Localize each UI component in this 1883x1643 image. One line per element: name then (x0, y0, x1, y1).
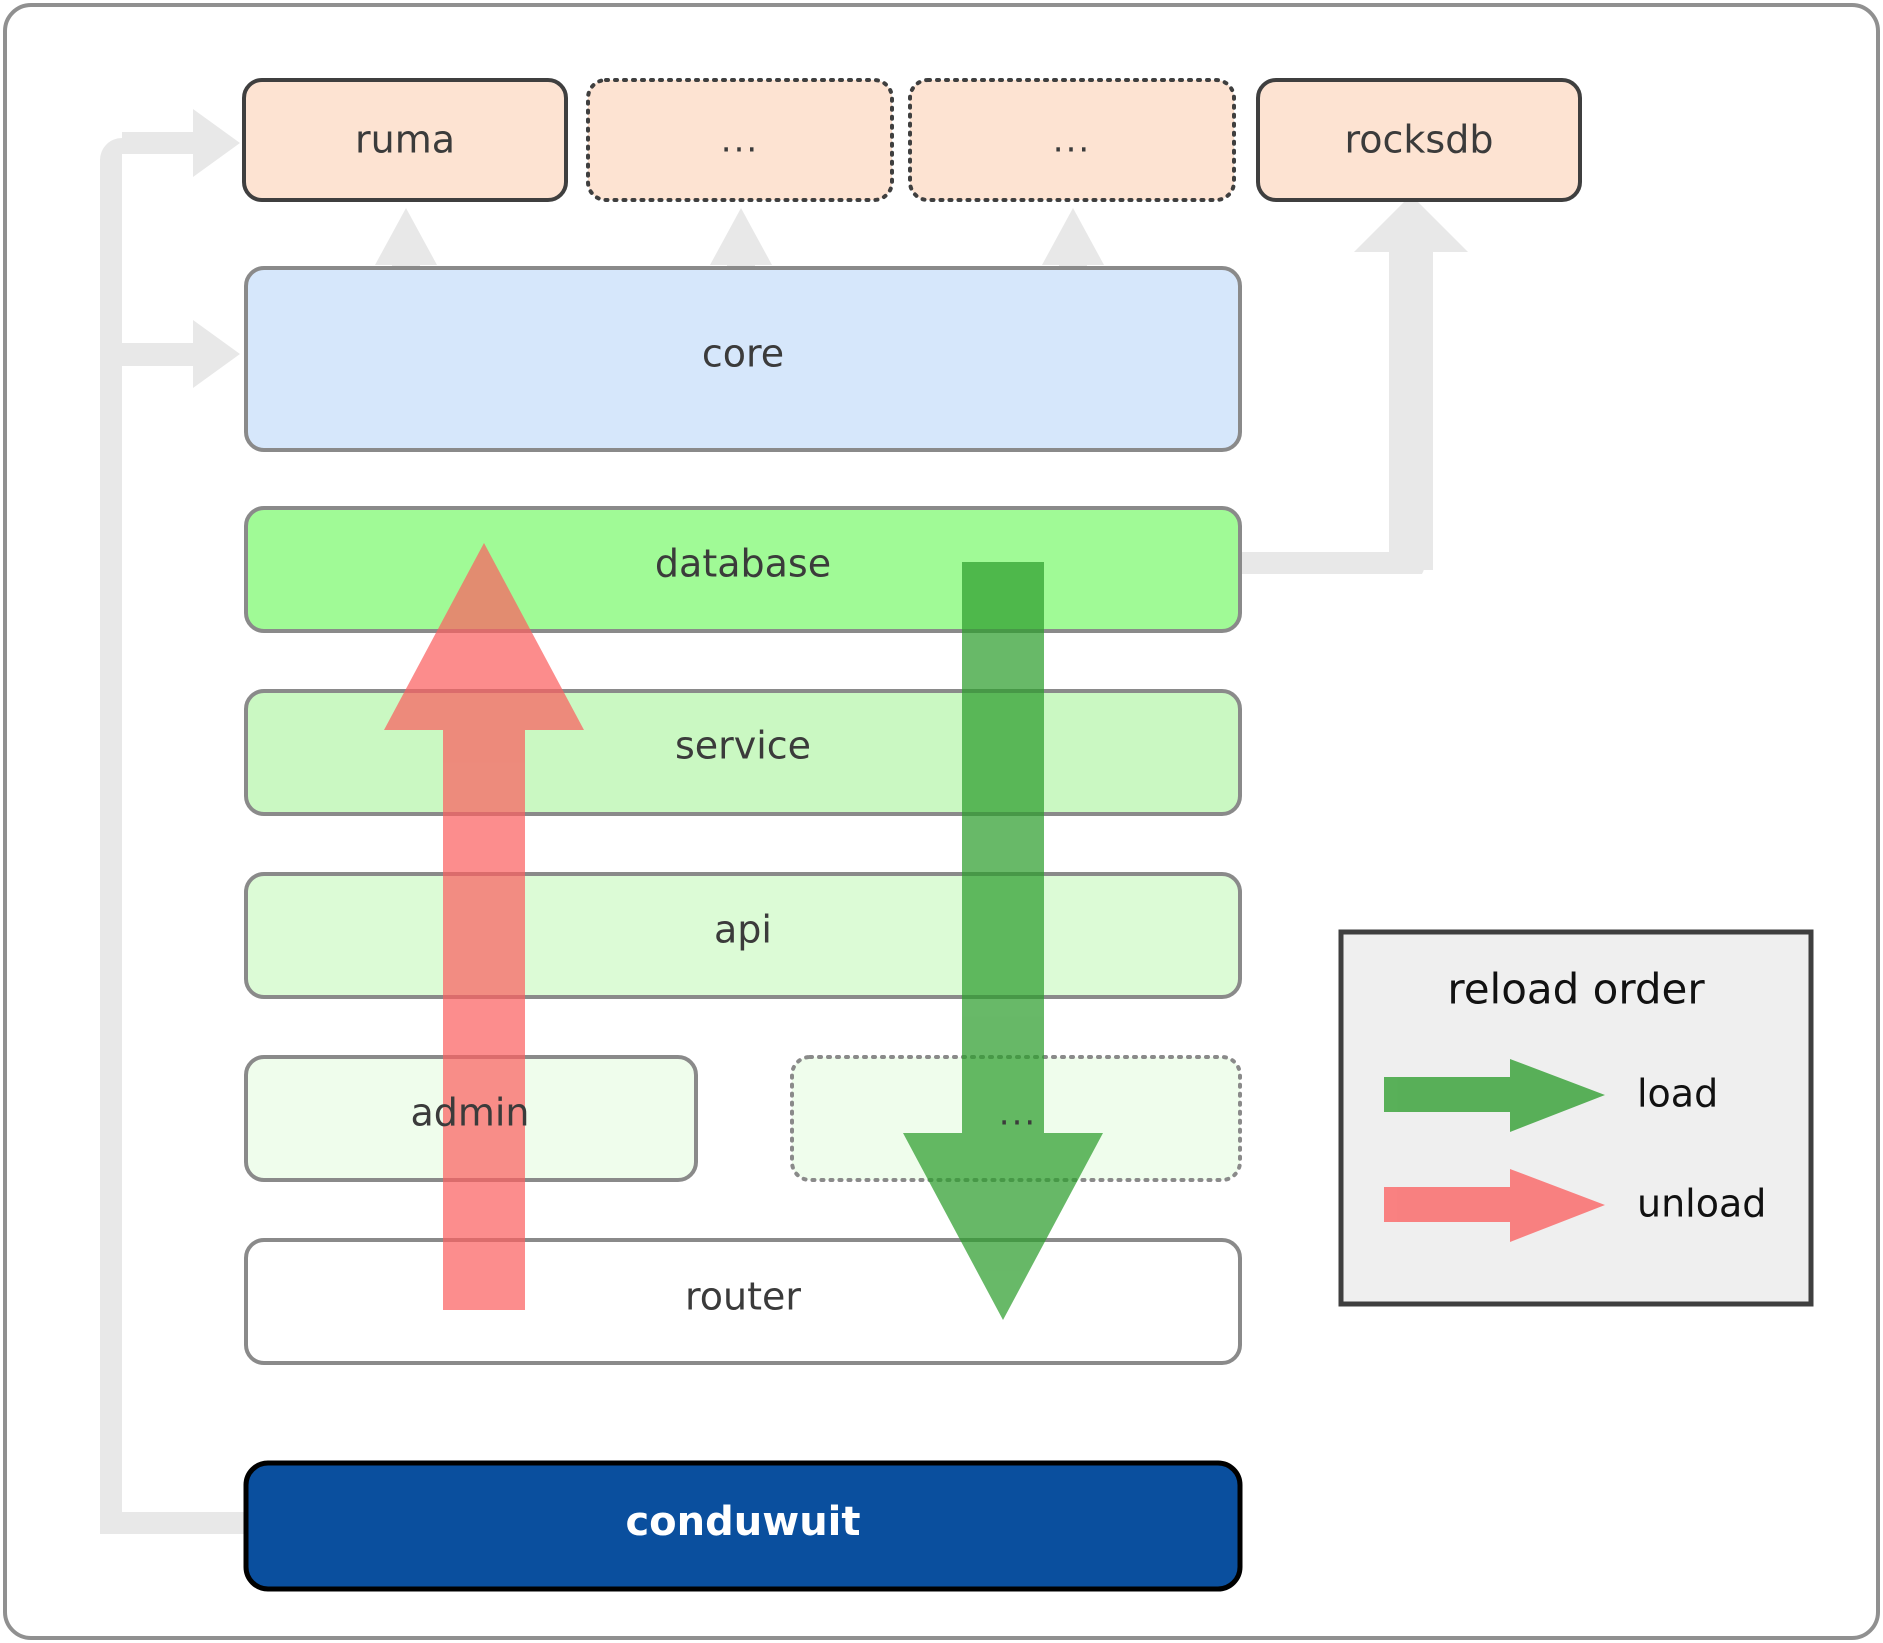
connector-database-to-right-rail (1240, 552, 1400, 574)
connector-arrow-core-to-ruma (375, 208, 437, 278)
node-ext1-label: ... (721, 121, 759, 161)
node-router-label: router (685, 1275, 801, 1319)
node-admin-etc-label: ... (999, 1094, 1037, 1134)
legend-box (1338, 929, 1814, 1307)
connector-left-rail-bottom (100, 1512, 246, 1534)
connector-arrow-core-to-ext2 (1042, 208, 1104, 278)
unload-arrow-shaft (443, 650, 525, 1310)
connector-left-rail-vertical (100, 138, 122, 1534)
legend-load-label: load (1637, 1072, 1718, 1116)
connector-arrow-core-to-ext1 (710, 208, 772, 278)
connector-right-rail-stem (1389, 240, 1433, 570)
load-arrow (903, 562, 1103, 1320)
node-conduwuit[interactable] (243, 1460, 1243, 1592)
connector-arrow-to-rocksdb (1354, 195, 1468, 264)
node-conduwuit-label: conduwuit (625, 1499, 860, 1545)
node-core-label: core (702, 332, 784, 376)
external-nodes: ruma ... ... rocksdb (242, 78, 1582, 202)
load-arrow-head (903, 1133, 1103, 1320)
node-service-label: service (675, 724, 811, 768)
node-ruma[interactable] (242, 78, 568, 202)
node-database-label: database (655, 542, 831, 586)
node-rocksdb[interactable] (1256, 78, 1582, 202)
node-ruma-label: ruma (355, 118, 455, 162)
flow-arrows (384, 543, 1103, 1320)
connector-group (100, 109, 1468, 1534)
node-admin-label: admin (410, 1091, 529, 1135)
legend-title: reload order (1447, 965, 1705, 1014)
diagram-frame (3, 3, 1880, 1640)
node-rocksdb-label: rocksdb (1345, 118, 1494, 162)
legend: reload order load unload (1338, 929, 1814, 1307)
node-core[interactable] (244, 266, 1242, 452)
connector-arrow-to-core (122, 320, 240, 388)
unload-arrow-head (384, 543, 584, 730)
node-ext2-label: ... (1053, 121, 1091, 161)
legend-unload-arrow-icon (1384, 1169, 1605, 1242)
connector-arrow-to-ruma (122, 109, 240, 177)
load-arrow-shaft (962, 562, 1044, 1222)
node-ext2[interactable] (908, 78, 1236, 202)
node-ext1[interactable] (586, 78, 894, 202)
legend-unload-label: unload (1637, 1182, 1766, 1226)
unload-arrow (384, 543, 584, 1310)
legend-load-arrow-icon (1384, 1059, 1605, 1132)
node-api-label: api (714, 908, 772, 952)
